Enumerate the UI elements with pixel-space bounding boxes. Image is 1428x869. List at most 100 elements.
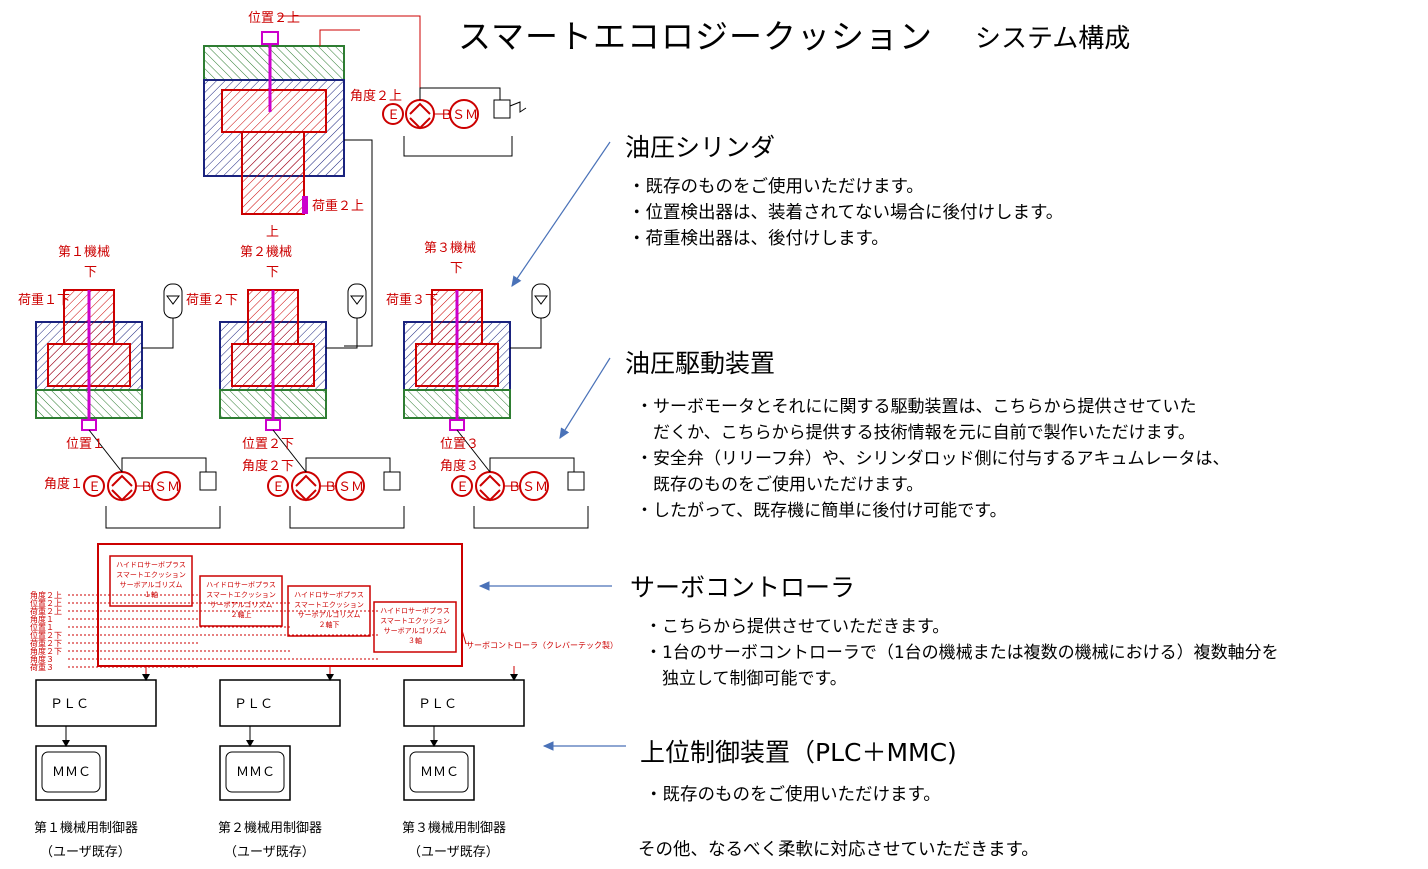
controller-module-4 — [373, 601, 457, 653]
relief-line — [489, 457, 575, 472]
machine-3-name: 第３機械 — [424, 241, 476, 256]
machine-3-angle: 角度３ — [440, 458, 479, 474]
mmc-label: ＭＭＣ — [420, 765, 459, 780]
signal-label: 角度２上 — [30, 590, 62, 600]
pump-sm-label: ＳＭ — [452, 108, 478, 123]
pump-arrows — [479, 474, 501, 502]
supply-line — [456, 429, 491, 473]
encoder-icon — [451, 475, 473, 497]
mmc-box — [35, 745, 107, 801]
controller-name: 第２機械用制御器 — [218, 821, 322, 836]
machine-1-load: 荷重１下 — [18, 292, 70, 308]
encoder-icon — [267, 475, 289, 497]
signal-label: 位置２下 — [30, 630, 62, 640]
encoder-label: Ｅ — [272, 480, 285, 495]
body-cylinder: ・既存のものをご使用いただけます。・位置検出器は、装着されてない場合に後付けしま… — [628, 174, 1063, 252]
module-text: スマートエクッション — [380, 617, 450, 625]
tank-line — [473, 506, 589, 529]
label-load-2-up: 荷重２上 — [312, 198, 364, 214]
servo-label: ＳＭ — [338, 480, 364, 495]
mmc-screen — [409, 751, 469, 793]
mmc-box — [219, 745, 291, 801]
arrow-cylinder — [511, 141, 611, 287]
module-text: サーボアルゴリズム — [298, 610, 361, 619]
accumulator-mark — [534, 295, 548, 305]
module-text: ３軸 — [408, 636, 422, 645]
machine-1-angle: 角度１ — [44, 476, 83, 492]
closing-note: その他、なるべく柔軟に対応させていただきます。 — [638, 840, 1039, 860]
supply-line — [272, 429, 307, 473]
machine-2-angle: 角度２下 — [242, 458, 294, 474]
mmc-screen — [225, 751, 285, 793]
module-text: ２軸下 — [319, 620, 340, 629]
tank-line — [105, 506, 221, 529]
machine-1-name: 第１機械 — [58, 245, 110, 260]
label-up: 上 — [266, 225, 279, 240]
encoder-icon — [83, 475, 105, 497]
encoder-label: Ｅ — [88, 480, 101, 495]
position-sensor — [449, 419, 465, 431]
servo-controller-note: サーボコントローラ（クレバーテック製） — [466, 640, 618, 650]
servo-label: ＳＭ — [154, 480, 180, 495]
body-line: ・既存のものをご使用いただけます。 — [628, 177, 924, 197]
controller-name: 第１機械用制御器 — [34, 821, 138, 836]
body-line: ・したがって、既存機に簡単に後付け可能です。 — [636, 501, 1007, 521]
module-text: ハイドロサーボプラス — [380, 607, 450, 615]
module-text: スマートエクッション — [116, 571, 186, 579]
pump-arrows — [295, 474, 317, 502]
signal-label: 荷重２上 — [30, 606, 62, 616]
accumulator-mark — [166, 295, 180, 305]
signal-label: 位置１ — [30, 622, 54, 632]
signal-label: 角度３ — [30, 654, 54, 664]
encoder-label: Ｅ — [456, 480, 469, 495]
mmc-label: ＭＭＣ — [236, 765, 275, 780]
top-pump: Ｅ Ｂ ＳＭ — [382, 87, 527, 157]
relief-valve-icon — [199, 471, 217, 491]
module-text: サーボアルゴリズム — [120, 580, 183, 589]
accumulator-icon — [163, 283, 183, 319]
position-sensor — [81, 419, 97, 431]
relief-line — [305, 457, 391, 472]
heading-controller: サーボコントローラ — [630, 573, 856, 602]
body-controller: ・こちらから提供させていただきます。・1台のサーボコントローラで（1台の機械また… — [645, 614, 1279, 692]
heading-cylinder: 油圧シリンダ — [625, 133, 776, 162]
machine-1-position: 位置１ — [66, 437, 105, 452]
mmc-label: ＭＭＣ — [52, 765, 91, 780]
accumulator-line — [326, 318, 358, 349]
label-position-2-up: 位置２上 — [248, 11, 300, 26]
controller-module-1 — [109, 555, 193, 607]
machine-1-down: 下 — [84, 265, 97, 280]
relief-valve-icon — [383, 471, 401, 491]
body-line: だくか、こちらから提供する技術情報を元に自前で製作いただけます。 — [636, 423, 1195, 443]
accumulator-line — [510, 318, 542, 349]
arrow-drive — [559, 357, 611, 440]
plc-box — [403, 679, 525, 727]
supply-line — [88, 429, 123, 473]
body-line: ・荷重検出器は、後付けします。 — [628, 229, 889, 249]
relief-line — [121, 457, 207, 472]
plc-label: ＰＬＣ — [50, 697, 89, 712]
label-angle-2-up: 角度２上 — [350, 88, 402, 104]
page-subtitle: システム構成 — [975, 24, 1131, 54]
machine-3-down: 下 — [450, 261, 463, 276]
module-text: スマートエクッション — [294, 601, 364, 609]
body-drive: ・サーボモータとそれにに関する駆動装置は、こちらから提供させていた だくか、こち… — [636, 394, 1229, 524]
module-text: スマートエクッション — [206, 591, 276, 599]
pump-arrows — [111, 474, 133, 502]
heading-plc: 上位制御装置（PLC＋MMC) — [640, 738, 957, 767]
signal-label: 角度１ — [30, 614, 54, 624]
top-cylinder — [203, 31, 345, 215]
tank-line — [289, 506, 405, 529]
body-line: ・位置検出器は、装着されてない場合に後付けします。 — [628, 203, 1064, 223]
accumulator-icon — [347, 283, 367, 319]
module-text: ハイドロサーボプラス — [116, 561, 186, 569]
module-text: サーボアルゴリズム — [210, 600, 273, 609]
accumulator-icon — [531, 283, 551, 319]
relief-valve-icon — [567, 471, 585, 491]
body-line: ・安全弁（リリーフ弁）や、シリンダロッド側に付与するアキュムレータは、 — [636, 449, 1230, 469]
pump-e-label: Ｅ — [387, 108, 400, 123]
